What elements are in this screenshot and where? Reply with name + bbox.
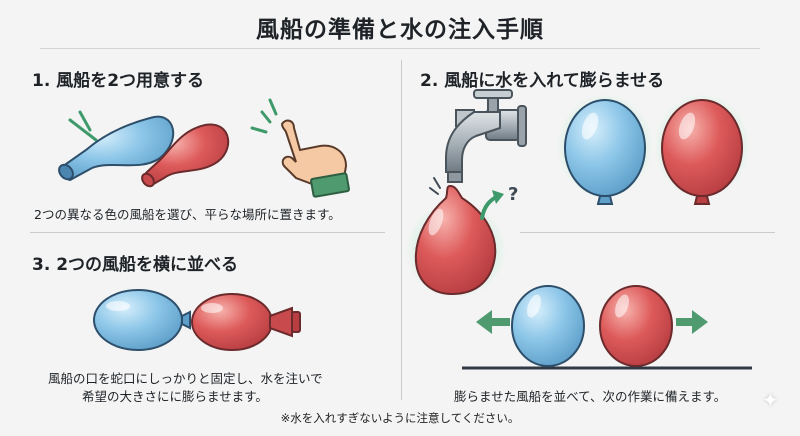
red-balloon-standing [599,285,673,367]
step-3-caption-line-1: 風船の口を蛇口にしっかりと固定し、水を注いで [48,371,323,386]
footnote: ※水を入れすぎないように注意してください。 [280,411,520,425]
deflated-blue-balloon [58,110,175,182]
step-1-heading: 1. 風船を2つ用意する [32,71,205,91]
faucet-icon [445,89,527,183]
page-title: 風船の準備と水の注入手順 [256,17,544,43]
blue-balloon-standing [511,285,585,367]
filling-red-balloon [406,177,506,298]
inflated-blue-balloon-top [557,94,653,205]
red-balloon-side [191,293,301,351]
inflated-red-balloon-top [654,94,750,205]
sparkle-icon: ✦ [762,388,779,412]
step-3-caption-line-2: 希望の大きさにに膨らませます。 [82,389,268,404]
step-3-heading: 3. 2つの風船を横に並べる [32,255,239,275]
panel-divider-left [30,232,385,233]
panel-divider-right [520,232,775,233]
right-arrow-icon [676,310,708,334]
panel-divider-vertical [401,60,402,400]
deflated-red-balloon [141,123,230,188]
step-2-heading: 2. 風船に水を入れて膨らませる [420,71,665,91]
step-4-caption: 膨らませた風船を並べて、次の作業に備えます。 [454,389,727,404]
pointing-hand-icon [250,98,350,198]
left-arrow-icon [476,310,510,334]
blue-balloon-side [93,289,191,351]
title-divider [40,48,760,49]
question-mark: ? [508,184,518,205]
upward-arrow-icon [480,190,504,220]
step-1-caption: 2つの異なる色の風船を選び、平らな場所に置きます。 [34,207,341,222]
